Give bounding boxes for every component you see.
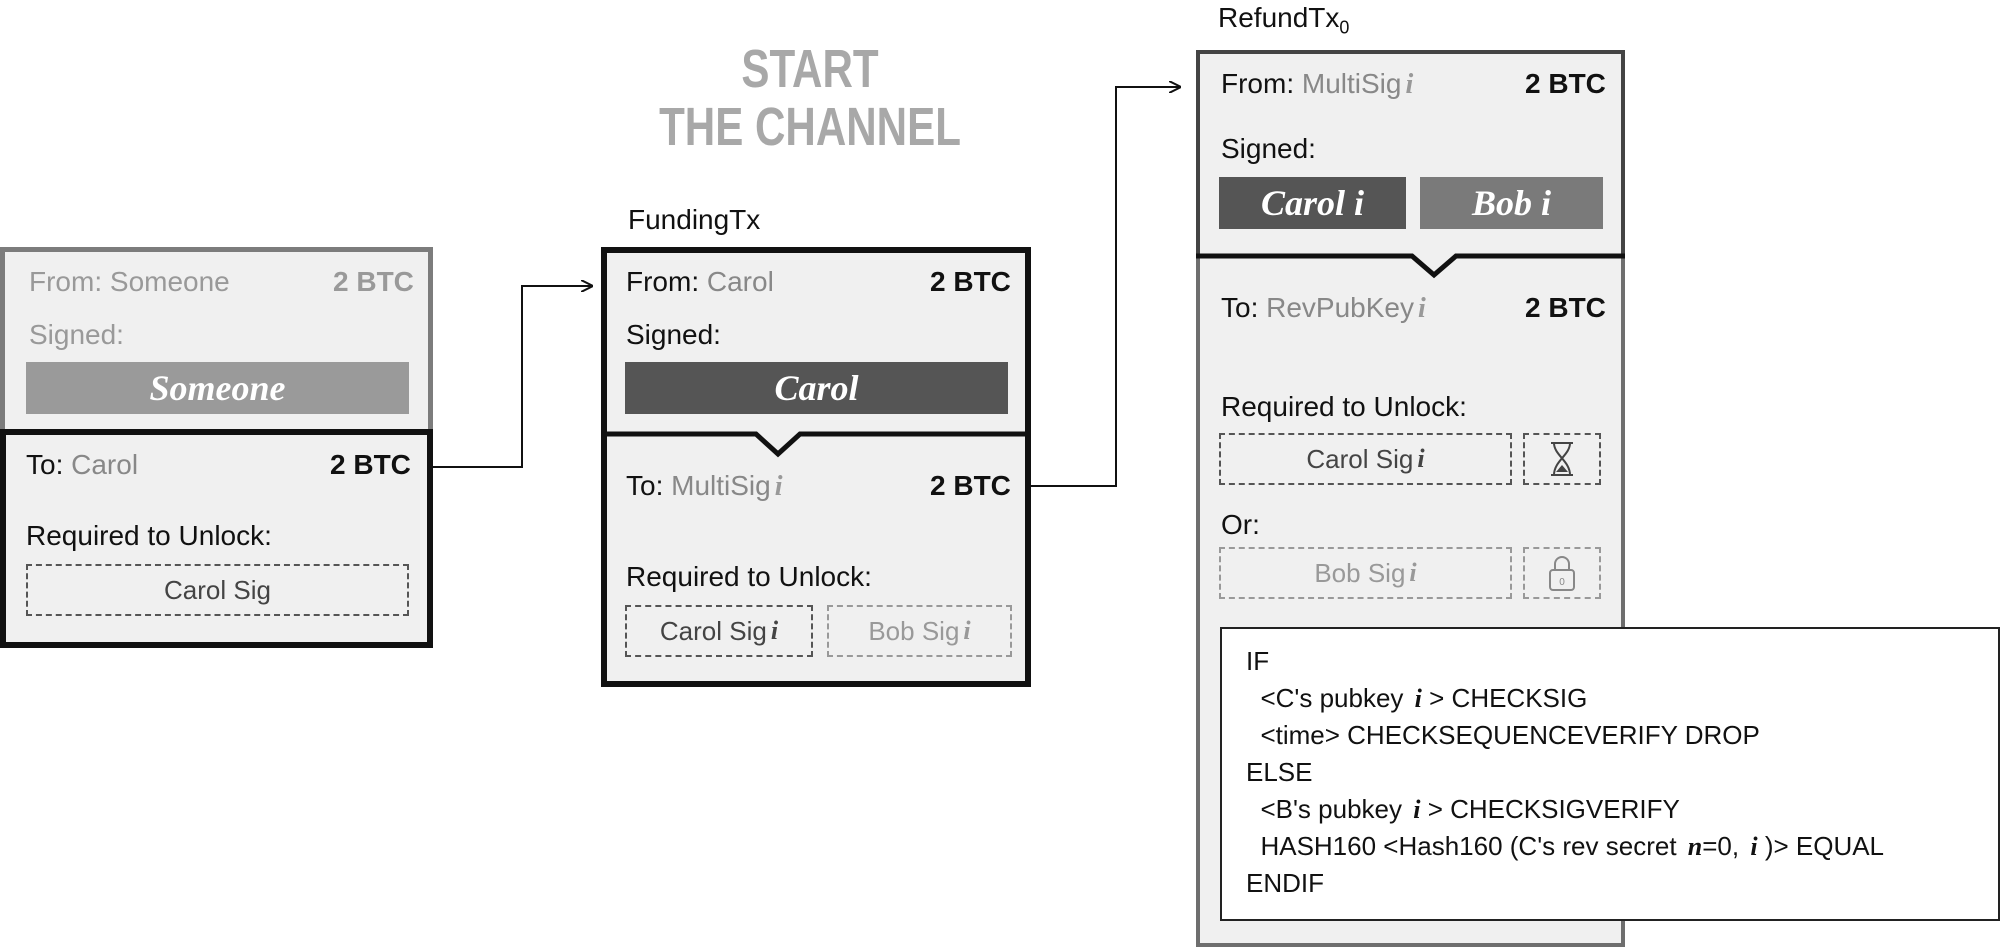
source-amount-top: 2 BTC	[333, 266, 414, 297]
padlock-icon: 0	[1549, 556, 1575, 591]
info-icon: i	[963, 616, 971, 645]
source-to-label: To: Carol	[26, 449, 139, 480]
arrow-right-icon	[418, 286, 592, 468]
funding-from-label: From: Carol	[626, 266, 774, 297]
arrow-right-icon	[1031, 87, 1180, 487]
source-amount-bottom: 2 BTC	[330, 449, 411, 480]
source-signed-label: Signed:	[29, 319, 124, 350]
header-title-line2: THE CHANNEL	[659, 97, 961, 157]
funding-tx-title: FundingTx	[628, 204, 761, 235]
info-icon: i	[774, 471, 783, 502]
info-icon: i	[1414, 684, 1422, 713]
signature-carol: Carol	[625, 362, 1008, 414]
refund-amount-bottom: 2 BTC	[1525, 292, 1606, 323]
svg-text:0: 0	[1559, 577, 1565, 588]
info-icon: i	[1409, 558, 1417, 587]
timelock-box	[1523, 433, 1601, 485]
info-icon: i	[770, 616, 779, 645]
funding-amount-top: 2 BTC	[930, 266, 1011, 297]
refund-or-label: Or:	[1221, 509, 1260, 540]
info-icon: i	[1750, 832, 1758, 861]
script-line: HASH160 <Hash160 (C's rev secret n=0, i …	[1246, 831, 1885, 861]
refund-unlock-label: Required to Unlock:	[1221, 391, 1467, 422]
script-line: <B's pubkey i > CHECKSIGVERIFY	[1246, 794, 1680, 824]
info-icon: i	[1405, 69, 1414, 100]
info-icon: i	[1417, 444, 1425, 473]
section-divider	[1196, 253, 1625, 279]
signature-carol: Carol i	[1219, 177, 1406, 229]
refund-tx-title: RefundTx0	[1218, 2, 1350, 38]
lock-box: 0	[1523, 547, 1601, 599]
section-divider	[601, 431, 1031, 458]
refund-top-section	[1196, 50, 1625, 255]
source-unlock-label: Required to Unlock:	[26, 520, 272, 551]
signature-someone: Someone	[26, 362, 409, 414]
hourglass-icon	[1551, 442, 1573, 476]
funding-unlock-label: Required to Unlock:	[626, 561, 872, 592]
header-title-line1: START	[741, 39, 879, 99]
refund-amount-top: 2 BTC	[1525, 68, 1606, 99]
script-line: ELSE	[1246, 757, 1313, 787]
source-from-label: From: Someone	[29, 266, 230, 297]
script-line: <time> CHECKSEQUENCEVERIFY DROP	[1246, 720, 1760, 750]
info-icon: i	[1418, 293, 1426, 324]
script-line: <C's pubkey i > CHECKSIG	[1246, 683, 1588, 713]
info-icon: i	[1413, 795, 1421, 824]
locking-script: IF <C's pubkey i > CHECKSIG <time> CHECK…	[1220, 627, 2000, 921]
refund-signed-label: Signed:	[1221, 133, 1316, 164]
funding-signed-label: Signed:	[626, 319, 721, 350]
unlock-carol-sig: Carol Sig	[26, 564, 409, 616]
signature-bob: Bob i	[1420, 177, 1603, 229]
funding-amount-bottom: 2 BTC	[930, 470, 1011, 501]
script-line: IF	[1246, 646, 1270, 676]
script-line: ENDIF	[1246, 868, 1324, 898]
